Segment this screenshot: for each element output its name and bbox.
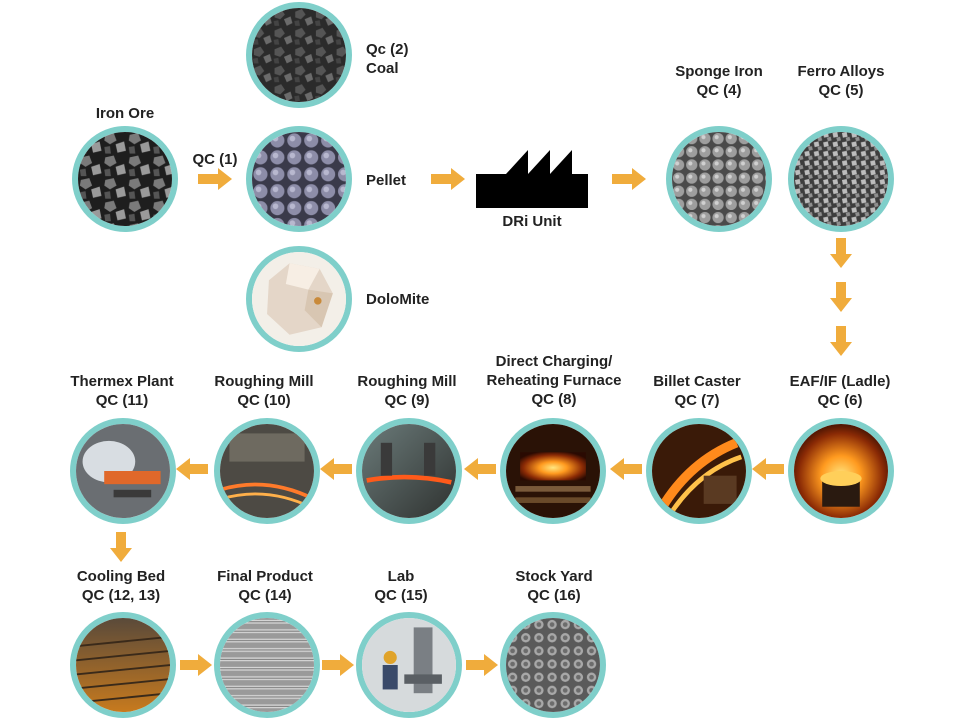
arrow-right-icon <box>322 654 354 676</box>
arrow-right-icon <box>466 654 498 676</box>
iron-ore-image <box>72 126 178 232</box>
arrow-right-icon <box>180 654 212 676</box>
eaf-image <box>788 418 894 524</box>
arrow-right-icon <box>198 168 232 190</box>
reheating-furnace-image <box>500 418 606 524</box>
arrow-right-icon <box>612 168 646 190</box>
lab-image <box>356 612 462 718</box>
pellet-image <box>246 126 352 232</box>
dolomite-label: DoloMite <box>366 291 430 308</box>
ferro-alloys-image <box>788 126 894 232</box>
arrow-left-icon <box>320 458 352 480</box>
iron-ore-label: Iron Ore <box>95 105 155 122</box>
thermex-plant-image <box>70 418 176 524</box>
roughing-mill-10-image <box>214 418 320 524</box>
roughing-mill-9-image <box>356 418 462 524</box>
final-product-image <box>214 612 320 718</box>
stock-yard-image <box>500 612 606 718</box>
arrow-right-icon <box>431 168 465 190</box>
coal-image <box>246 2 352 108</box>
factory-icon <box>476 146 588 213</box>
arrow-down-icon <box>110 532 132 562</box>
arrow-down-icon <box>830 326 852 356</box>
arrow-left-icon <box>176 458 208 480</box>
arrow-left-icon <box>464 458 496 480</box>
qc1-label: QC (1) <box>192 151 238 168</box>
arrow-down-icon <box>830 282 852 312</box>
arrow-left-icon <box>610 458 642 480</box>
pellet-label: Pellet <box>366 172 407 189</box>
sponge-iron-image <box>666 126 772 232</box>
arrow-left-icon <box>752 458 784 480</box>
dri-unit-label: DRi Unit <box>502 213 562 230</box>
cooling-bed-image <box>70 612 176 718</box>
billet-caster-image <box>646 418 752 524</box>
arrow-down-icon <box>830 238 852 268</box>
coal-label: Qc (2)Coal <box>366 41 409 77</box>
dolomite-image <box>246 246 352 352</box>
eaf-label: EAF/IF (Ladle)QC (6) <box>789 373 891 409</box>
